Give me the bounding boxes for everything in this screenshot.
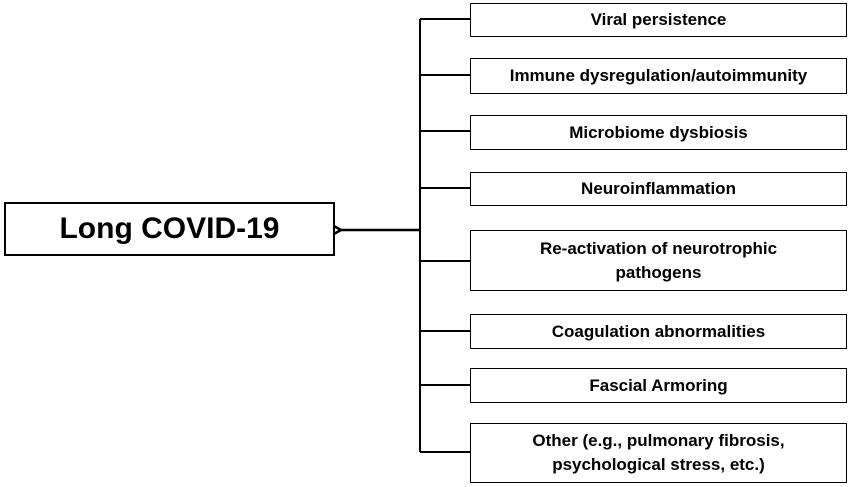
long-covid-box: Long COVID-19 — [4, 202, 335, 256]
cause-box-microbiome-dysbiosis: Microbiome dysbiosis — [470, 115, 847, 150]
cause-label: Viral persistence — [590, 10, 727, 29]
cause-box-other: Other (e.g., pulmonary fibrosis, psychol… — [470, 423, 847, 483]
cause-label: Immune dysregulation/autoimmunity — [509, 66, 808, 85]
cause-box-fascial-armoring: Fascial Armoring — [470, 368, 847, 403]
cause-label-line-2: pathogens — [615, 262, 702, 282]
cause-label-line-2: psychological stress, etc.) — [552, 455, 765, 474]
cause-label-line-1: Other (e.g., pulmonary fibrosis, — [532, 431, 785, 450]
cause-box-coagulation-abnormalities: Coagulation abnormalities — [470, 314, 847, 349]
cause-label: Neuroinflammation — [581, 179, 736, 198]
cause-box-neuroinflammation: Neuroinflammation — [470, 172, 847, 206]
long-covid-label: Long COVID-19 — [59, 212, 280, 245]
cause-box-immune-dysregulation: Immune dysregulation/autoimmunity — [470, 58, 847, 94]
cause-label: Fascial Armoring — [589, 375, 728, 395]
cause-box-reactivation-pathogens: Re-activation of neurotrophic pathogens — [470, 230, 847, 291]
cause-label-line-1: Re-activation of neurotrophic — [539, 238, 778, 258]
cause-label: Coagulation abnormalities — [551, 321, 766, 341]
cause-box-viral-persistence: Viral persistence — [470, 3, 847, 37]
cause-label: Microbiome dysbiosis — [569, 122, 748, 142]
